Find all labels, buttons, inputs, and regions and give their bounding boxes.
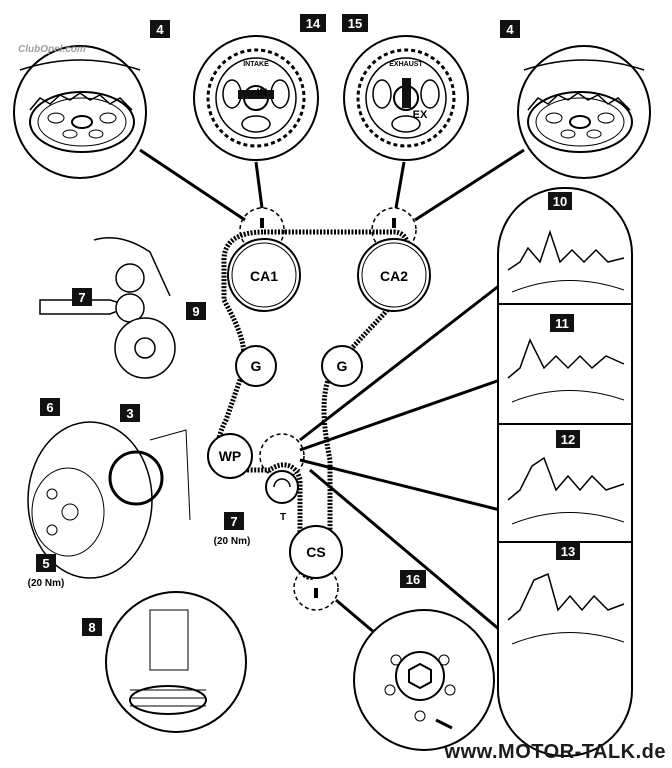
svg-text:15: 15 [348, 16, 362, 31]
svg-text:4: 4 [156, 22, 164, 37]
svg-text:9: 9 [192, 304, 199, 319]
exhaust-gear-detail: EXHAUST EX [343, 35, 469, 161]
svg-text:8: 8 [88, 620, 95, 635]
callout-11: 11 [550, 314, 574, 332]
callout-7-tool: 7 [72, 288, 92, 306]
pulley-tensioner: T [265, 470, 299, 523]
detail-circle-right [517, 45, 651, 179]
tensioner-t-label: T [280, 512, 286, 523]
callout-12: 12 [556, 430, 580, 448]
pulley-wp: WP [207, 433, 253, 479]
crank-damper-detail [27, 421, 191, 579]
g-right-label: G [337, 358, 348, 374]
callout-9: 9 [186, 302, 206, 320]
callout-10: 10 [548, 192, 572, 210]
pulley-ca2: CA2 [357, 238, 431, 312]
callout-6: 6 [40, 398, 60, 416]
svg-text:12: 12 [561, 432, 575, 447]
callout-7-tensioner: 7 [224, 512, 244, 530]
callout-13: 13 [556, 542, 580, 560]
detail-circle-left [13, 45, 147, 179]
svg-text:11: 11 [555, 316, 569, 331]
g-left-label: G [251, 358, 262, 374]
svg-text:7: 7 [78, 290, 85, 305]
tensioner-tool-detail [39, 237, 176, 379]
callout-4-right: 4 [500, 20, 520, 38]
svg-text:6: 6 [46, 400, 53, 415]
svg-text:10: 10 [553, 194, 567, 209]
intake-marking: INTAKE [243, 61, 269, 68]
intake-gear-detail: INTAKE IN [193, 35, 319, 161]
callout-15: 15 [342, 14, 368, 32]
svg-text:13: 13 [561, 544, 575, 559]
torque-label-tensioner: (20 Nm) [214, 536, 251, 547]
timing-mark-circles [239, 207, 417, 611]
callout-4-left: 4 [150, 20, 170, 38]
cs-label: CS [306, 544, 325, 560]
wp-label: WP [219, 448, 242, 464]
ca1-label: CA1 [250, 268, 278, 284]
callout-14: 14 [300, 14, 326, 32]
pulley-cs: CS [289, 525, 343, 579]
tooth-alignment-panel [497, 187, 633, 757]
svg-text:3: 3 [126, 406, 133, 421]
leader-lines [139, 148, 525, 652]
callout-3: 3 [120, 404, 140, 422]
svg-text:5: 5 [42, 556, 49, 571]
watermark-clubopel: ClubOpel.com [18, 44, 86, 55]
intake-in-label: IN [257, 87, 268, 99]
exhaust-marking: EXHAUST [389, 61, 423, 68]
svg-text:14: 14 [306, 16, 321, 31]
ca2-label: CA2 [380, 268, 408, 284]
callout-8: 8 [82, 618, 102, 636]
svg-text:4: 4 [506, 22, 514, 37]
svg-text:7: 7 [230, 514, 237, 529]
exhaust-ex-label: EX [413, 109, 428, 121]
pulley-g-right: G [321, 345, 363, 387]
pulley-g-left: G [235, 345, 277, 387]
timing-belt [215, 229, 412, 580]
lower-left-detail [105, 591, 247, 733]
torque-label-damper: (20 Nm) [28, 578, 65, 589]
crank-pulley-detail [353, 609, 495, 751]
watermark-motortalk: www.MOTOR-TALK.de [444, 741, 666, 763]
callout-16: 16 [400, 570, 426, 588]
timing-marks [260, 218, 396, 598]
svg-text:16: 16 [406, 572, 420, 587]
pulley-ca1: CA1 [227, 238, 301, 312]
callout-5: 5 [36, 554, 56, 572]
